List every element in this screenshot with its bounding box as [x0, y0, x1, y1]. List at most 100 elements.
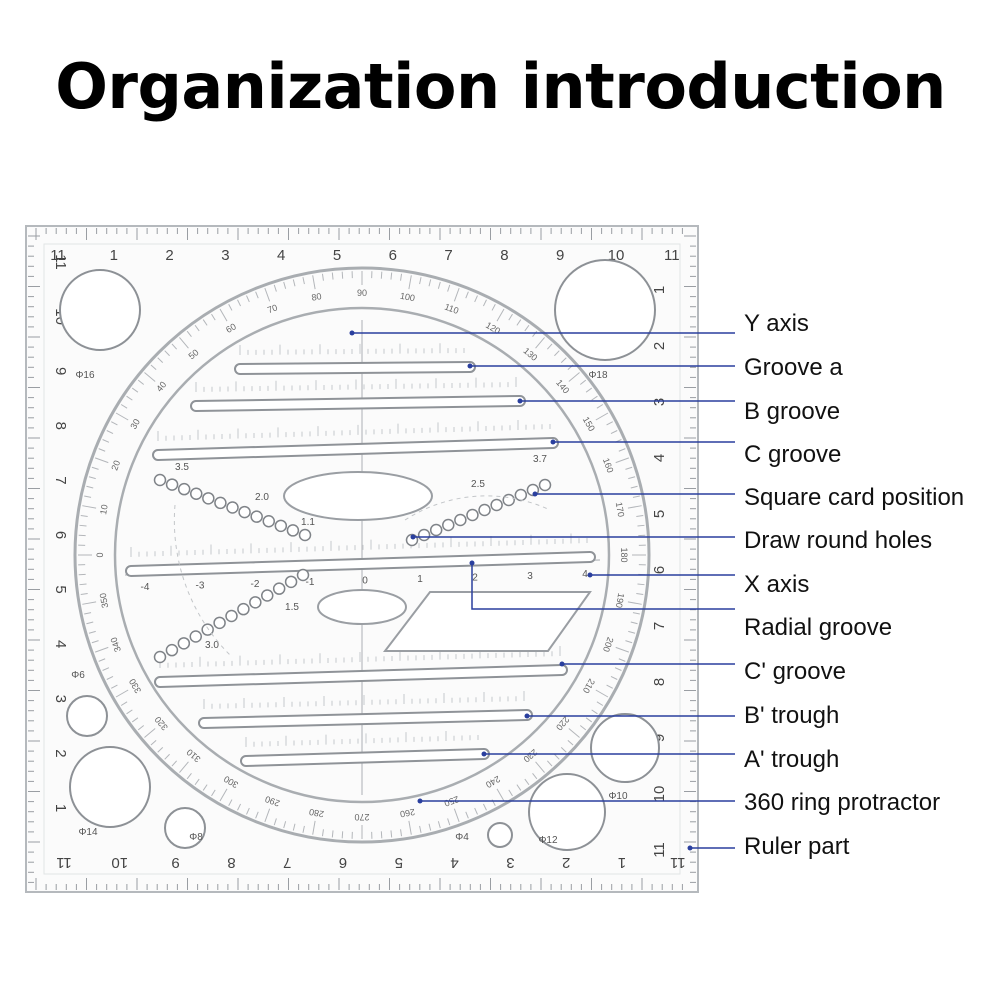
protractor-tick [186, 772, 192, 780]
protractor-tick [632, 495, 640, 498]
protractor-tick [164, 753, 170, 760]
round-hole [262, 515, 275, 528]
round-hole [153, 473, 167, 487]
protractor-tick [408, 820, 412, 835]
leader-dot [587, 572, 593, 578]
protractor-tick [390, 272, 393, 280]
protractor-tick [628, 476, 636, 480]
protractor-tick [625, 466, 633, 470]
leader-dot [410, 534, 416, 540]
protractor-tick [273, 284, 277, 292]
ruler-right-number: 11 [651, 842, 668, 858]
protractor-tick [419, 277, 422, 285]
round-hole [177, 637, 191, 650]
protractor-tick [437, 281, 441, 289]
round-hole [284, 575, 298, 589]
groove-a [236, 363, 474, 373]
protractor-tick [474, 295, 478, 303]
protractor-degree: 270 [354, 812, 369, 822]
protractor-tick [137, 379, 145, 385]
protractor-tick [615, 457, 630, 464]
protractor-tick [186, 330, 192, 338]
protractor-tick [419, 825, 422, 833]
circle-hole [164, 807, 206, 849]
protractor-tick [157, 747, 164, 753]
protractor-degree: 200 [601, 636, 616, 654]
ruler-top-number: 7 [444, 247, 452, 264]
protractor-tick [211, 789, 216, 797]
protractor-degree: 170 [614, 501, 626, 518]
round-hole [165, 478, 179, 491]
x-axis-number: -2 [251, 579, 260, 590]
protractor-tick [554, 350, 560, 357]
protractor-tick [86, 485, 94, 489]
protractor-tick [302, 277, 305, 285]
ruler-bottom-number: 10 [111, 854, 128, 871]
protractor-tick [264, 287, 271, 302]
ruler-right-number: 8 [651, 678, 668, 686]
protractor-tick [400, 829, 403, 837]
protractor-tick [80, 514, 88, 517]
groove-c-prime [156, 666, 566, 686]
protractor-tick [482, 803, 487, 811]
x-axis-number: 4 [582, 569, 588, 580]
protractor-degree-labels: 2702802903003103203303403500102030405060… [95, 288, 629, 822]
protractor-tick [237, 803, 242, 811]
ruler-ticks [28, 228, 696, 890]
protractor-tick [524, 324, 530, 332]
protractor-tick [606, 684, 613, 689]
protractor-tick [171, 343, 178, 350]
protractor-tick [453, 287, 460, 302]
protractor-tick [508, 789, 513, 797]
protractor-tick [535, 337, 545, 349]
groove-x [127, 553, 594, 575]
x-axis-number: -3 [196, 580, 205, 591]
radial-number: 2.0 [255, 492, 269, 503]
protractor-tick [408, 275, 412, 290]
protractor-inner-edge [113, 306, 611, 804]
leader-dot [532, 491, 538, 497]
round-hole [177, 482, 191, 496]
protractor-tick [596, 404, 604, 409]
protractor-tick [211, 313, 216, 321]
protractor-tick [568, 728, 580, 738]
round-hole [296, 568, 310, 582]
protractor-tick [246, 295, 250, 303]
protractor-tick [302, 825, 305, 833]
protractor-tick [237, 299, 242, 307]
ruler-left-number: 2 [52, 749, 69, 757]
protractor-tick [532, 330, 538, 338]
leader-dot [517, 398, 523, 404]
protractor-tick [610, 430, 618, 435]
protractor-tick [292, 279, 296, 287]
protractor-tick [535, 761, 545, 773]
label-ruler-part: Ruler part [744, 833, 850, 860]
protractor-tick [428, 279, 432, 287]
round-hole [514, 488, 528, 502]
protractor-degree: 260 [399, 807, 416, 819]
protractor-tick [560, 747, 567, 753]
ruler-top-number: 9 [556, 247, 564, 264]
circle-hole [66, 695, 108, 737]
round-hole [153, 650, 167, 664]
label-b-prime-trough: B' trough [744, 702, 840, 729]
square-card-window [382, 591, 592, 652]
protractor-tick [255, 291, 259, 299]
protractor-tick [283, 821, 287, 829]
circle-hole [487, 822, 513, 848]
radial-hole-rows: 3.52.01.12.53.71.53.0 [153, 454, 552, 664]
protractor-tick [111, 421, 118, 426]
x-axis-number: -4 [141, 582, 150, 593]
ruler-right-number: 6 [651, 566, 668, 574]
hole-label: Φ18 [588, 370, 608, 381]
ruler-top-number: 6 [389, 247, 397, 264]
round-hole [417, 528, 431, 542]
leader-dot [559, 661, 565, 667]
round-hole [502, 493, 515, 507]
protractor-tick [321, 273, 324, 281]
protractor-tick [636, 593, 644, 596]
lower-oval-window [317, 589, 407, 625]
radial-number: 3.0 [205, 640, 219, 651]
protractor-tick [91, 640, 99, 644]
